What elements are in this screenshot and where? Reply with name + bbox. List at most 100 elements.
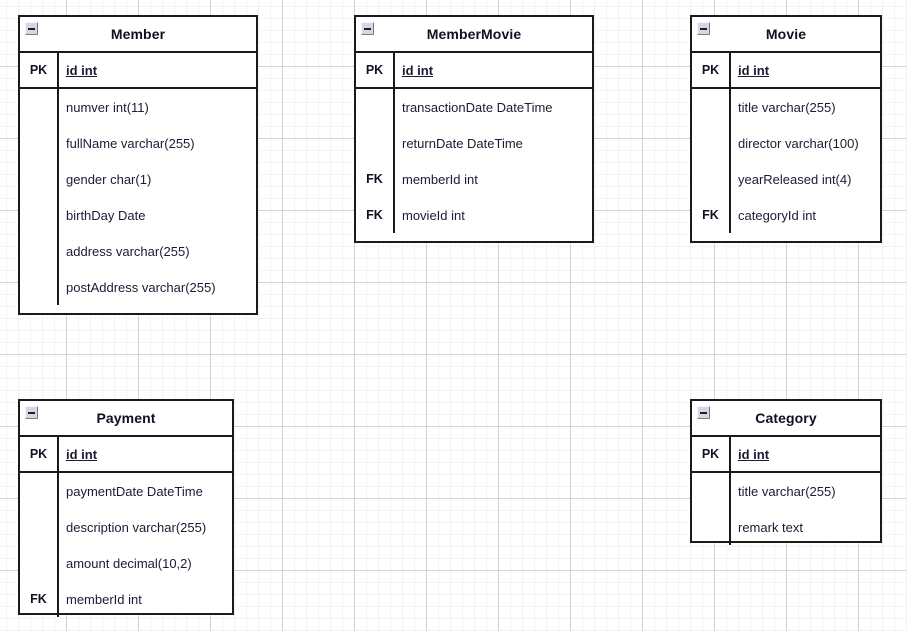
key-label: PK [29,63,48,77]
attribute-label: director varchar(100) [738,135,859,151]
key-label: FK [30,592,47,606]
entity-row-pk[interactable]: PK id int [692,53,880,89]
key-label: FK [366,208,383,222]
attribute-label: remark text [738,519,804,535]
attribute-label: memberId int [66,591,142,607]
column-divider [729,437,731,471]
attribute-label: id int [738,446,770,462]
entity-row[interactable]: postAddress varchar(255) [20,269,256,305]
entity-body-member: numver int(11) fullName varchar(255) gende… [20,89,256,305]
entity-title: Movie [765,26,807,42]
entity-row[interactable]: FK memberId int [20,581,232,617]
entity-row[interactable]: title varchar(255) [692,89,880,125]
key-label [356,125,393,161]
key-label: PK [365,63,384,77]
column-divider [57,473,59,617]
key-label: FK [702,208,719,222]
attribute-label: movieId int [402,207,465,223]
entity-title: MemberMovie [426,26,522,42]
minus-icon[interactable] [361,22,374,35]
minus-icon[interactable] [697,22,710,35]
attribute-label: paymentDate DateTime [66,483,203,499]
column-divider [729,89,731,233]
key-label [20,473,57,509]
entity-row[interactable]: address varchar(255) [20,233,256,269]
entity-header-member: Member [20,17,256,53]
key-label [20,233,57,269]
key-label [20,161,57,197]
entity-header-movie: Movie [692,17,880,53]
entity-body-movie: title varchar(255) director varchar(100) y… [692,89,880,233]
key-label [692,473,729,509]
attribute-label: transactionDate DateTime [402,99,553,115]
column-divider [729,53,731,87]
key-label [20,545,57,581]
attribute-label: numver int(11) [66,99,149,115]
entity-row[interactable]: FK memberId int [356,161,592,197]
entity-row[interactable]: description varchar(255) [20,509,232,545]
attribute-label: title varchar(255) [738,483,836,499]
entity-row[interactable]: birthDay Date [20,197,256,233]
attribute-label: id int [738,62,770,78]
key-label: PK [29,447,48,461]
entity-header-payment: Payment [20,401,232,437]
entity-row[interactable]: fullName varchar(255) [20,125,256,161]
key-label [692,89,729,125]
entity-header-membermovie: MemberMovie [356,17,592,53]
column-divider [57,53,59,87]
entity-row[interactable]: returnDate DateTime [356,125,592,161]
column-divider [729,473,731,545]
attribute-label: returnDate DateTime [402,135,523,151]
key-label [692,161,729,197]
key-label: PK [701,63,720,77]
minus-icon[interactable] [697,406,710,419]
entity-row-pk[interactable]: PK id int [20,437,232,473]
column-divider [57,437,59,471]
entity-title: Member [110,26,166,42]
entity-row[interactable]: transactionDate DateTime [356,89,592,125]
entity-body-category: title varchar(255) remark text [692,473,880,545]
entity-row[interactable]: amount decimal(10,2) [20,545,232,581]
attribute-label: birthDay Date [66,207,146,223]
entity-row[interactable]: title varchar(255) [692,473,880,509]
key-label [20,197,57,233]
key-label [692,509,729,545]
entity-row[interactable]: numver int(11) [20,89,256,125]
entity-row[interactable]: paymentDate DateTime [20,473,232,509]
entity-body-membermovie: transactionDate DateTime returnDate DateT… [356,89,592,233]
entity-row-pk[interactable]: PK id int [20,53,256,89]
column-divider [393,53,395,87]
entity-row[interactable]: gender char(1) [20,161,256,197]
attribute-label: memberId int [402,171,478,187]
entity-title: Payment [96,410,156,426]
key-label [356,89,393,125]
attribute-label: fullName varchar(255) [66,135,195,151]
entity-row[interactable]: FK movieId int [356,197,592,233]
attribute-label: id int [66,62,98,78]
column-divider [57,89,59,305]
attribute-label: description varchar(255) [66,519,207,535]
key-label [20,89,57,125]
attribute-label: title varchar(255) [738,99,836,115]
attribute-label: id int [66,446,98,462]
entity-body-payment: paymentDate DateTime description varchar(… [20,473,232,617]
attribute-label: gender char(1) [66,171,152,187]
entity-row[interactable]: remark text [692,509,880,545]
minus-icon[interactable] [25,22,38,35]
key-label: FK [366,172,383,186]
minus-icon[interactable] [25,406,38,419]
key-label [20,269,57,305]
entity-header-category: Category [692,401,880,437]
entity-row[interactable]: yearReleased int(4) [692,161,880,197]
column-divider [393,89,395,233]
entity-row[interactable]: director varchar(100) [692,125,880,161]
attribute-label: postAddress varchar(255) [66,279,216,295]
